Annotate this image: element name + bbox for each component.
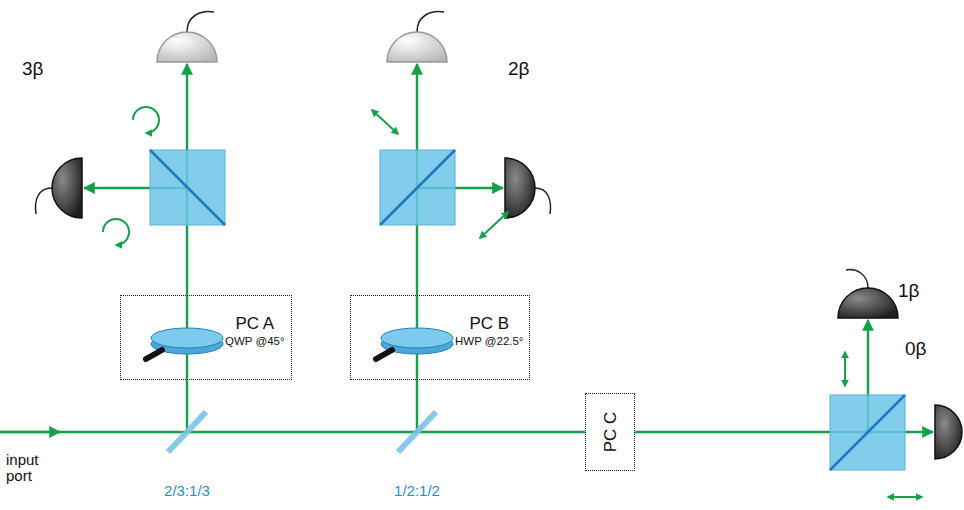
beams bbox=[0, 64, 933, 432]
beam-splitter-plate bbox=[398, 412, 436, 452]
pbs-cube bbox=[380, 150, 455, 225]
waveplate bbox=[381, 328, 453, 348]
pbs-cube bbox=[830, 395, 905, 470]
node-text-group: PC C bbox=[601, 412, 620, 453]
pbs-diagonal bbox=[830, 395, 905, 470]
linear-polarization bbox=[888, 496, 922, 498]
polarizing-cubes bbox=[150, 150, 905, 470]
component-name: PC C bbox=[601, 412, 620, 453]
linear-polarization bbox=[480, 212, 508, 238]
polarization-control-box: PC B HWP @22.5° bbox=[350, 295, 530, 380]
circular-polarization bbox=[133, 107, 159, 133]
component-name: PC A bbox=[225, 314, 285, 333]
circular-polarization bbox=[103, 219, 129, 245]
detector bbox=[935, 405, 962, 459]
beam bbox=[416, 64, 418, 432]
detector-wire bbox=[535, 188, 550, 214]
beam-splitter-plates bbox=[168, 412, 436, 452]
component-spec: QWP @45° bbox=[225, 335, 285, 348]
beam bbox=[0, 431, 585, 433]
detector bbox=[157, 32, 217, 62]
detector bbox=[387, 32, 447, 62]
waveplate-handle bbox=[376, 350, 392, 359]
polarization-symbols bbox=[103, 107, 922, 497]
detector-label: 2β bbox=[508, 58, 530, 80]
waveplate-handle bbox=[146, 350, 162, 359]
component-name: PC B bbox=[455, 314, 523, 333]
component-spec: HWP @22.5° bbox=[455, 335, 523, 348]
node-text-group: PC B HWP @22.5° bbox=[455, 314, 523, 348]
pbs-diagonal bbox=[380, 150, 455, 225]
split-ratio-label: 2/3:1/3 bbox=[164, 482, 210, 499]
node-text-group: PC A QWP @45° bbox=[225, 314, 285, 348]
detector-wire bbox=[417, 12, 444, 32]
linear-polarization bbox=[372, 110, 398, 134]
beam bbox=[0, 431, 60, 433]
waveplate bbox=[151, 328, 223, 348]
detector bbox=[52, 158, 82, 218]
pbs-cube bbox=[150, 150, 225, 225]
port-label: input port bbox=[6, 452, 39, 484]
detector-label: 3β bbox=[22, 58, 44, 80]
detector bbox=[838, 288, 898, 318]
detector-label: 1β bbox=[898, 280, 920, 302]
pbs-diagonal bbox=[150, 150, 225, 225]
linear-polarization bbox=[844, 352, 846, 386]
beam bbox=[186, 64, 188, 432]
polarization-control-box: PC C bbox=[585, 393, 635, 471]
detector-label: 0β bbox=[905, 338, 927, 360]
detector-wire bbox=[187, 12, 214, 32]
detector-wire bbox=[36, 188, 52, 214]
split-ratio-label: 1/2:1/2 bbox=[394, 482, 440, 499]
detector bbox=[505, 158, 535, 218]
detectors bbox=[36, 12, 962, 459]
detector-wire bbox=[846, 270, 868, 288]
polarization-control-box: PC A QWP @45° bbox=[120, 295, 292, 380]
beam-splitter-plate bbox=[168, 412, 206, 452]
waveplates bbox=[146, 328, 453, 359]
